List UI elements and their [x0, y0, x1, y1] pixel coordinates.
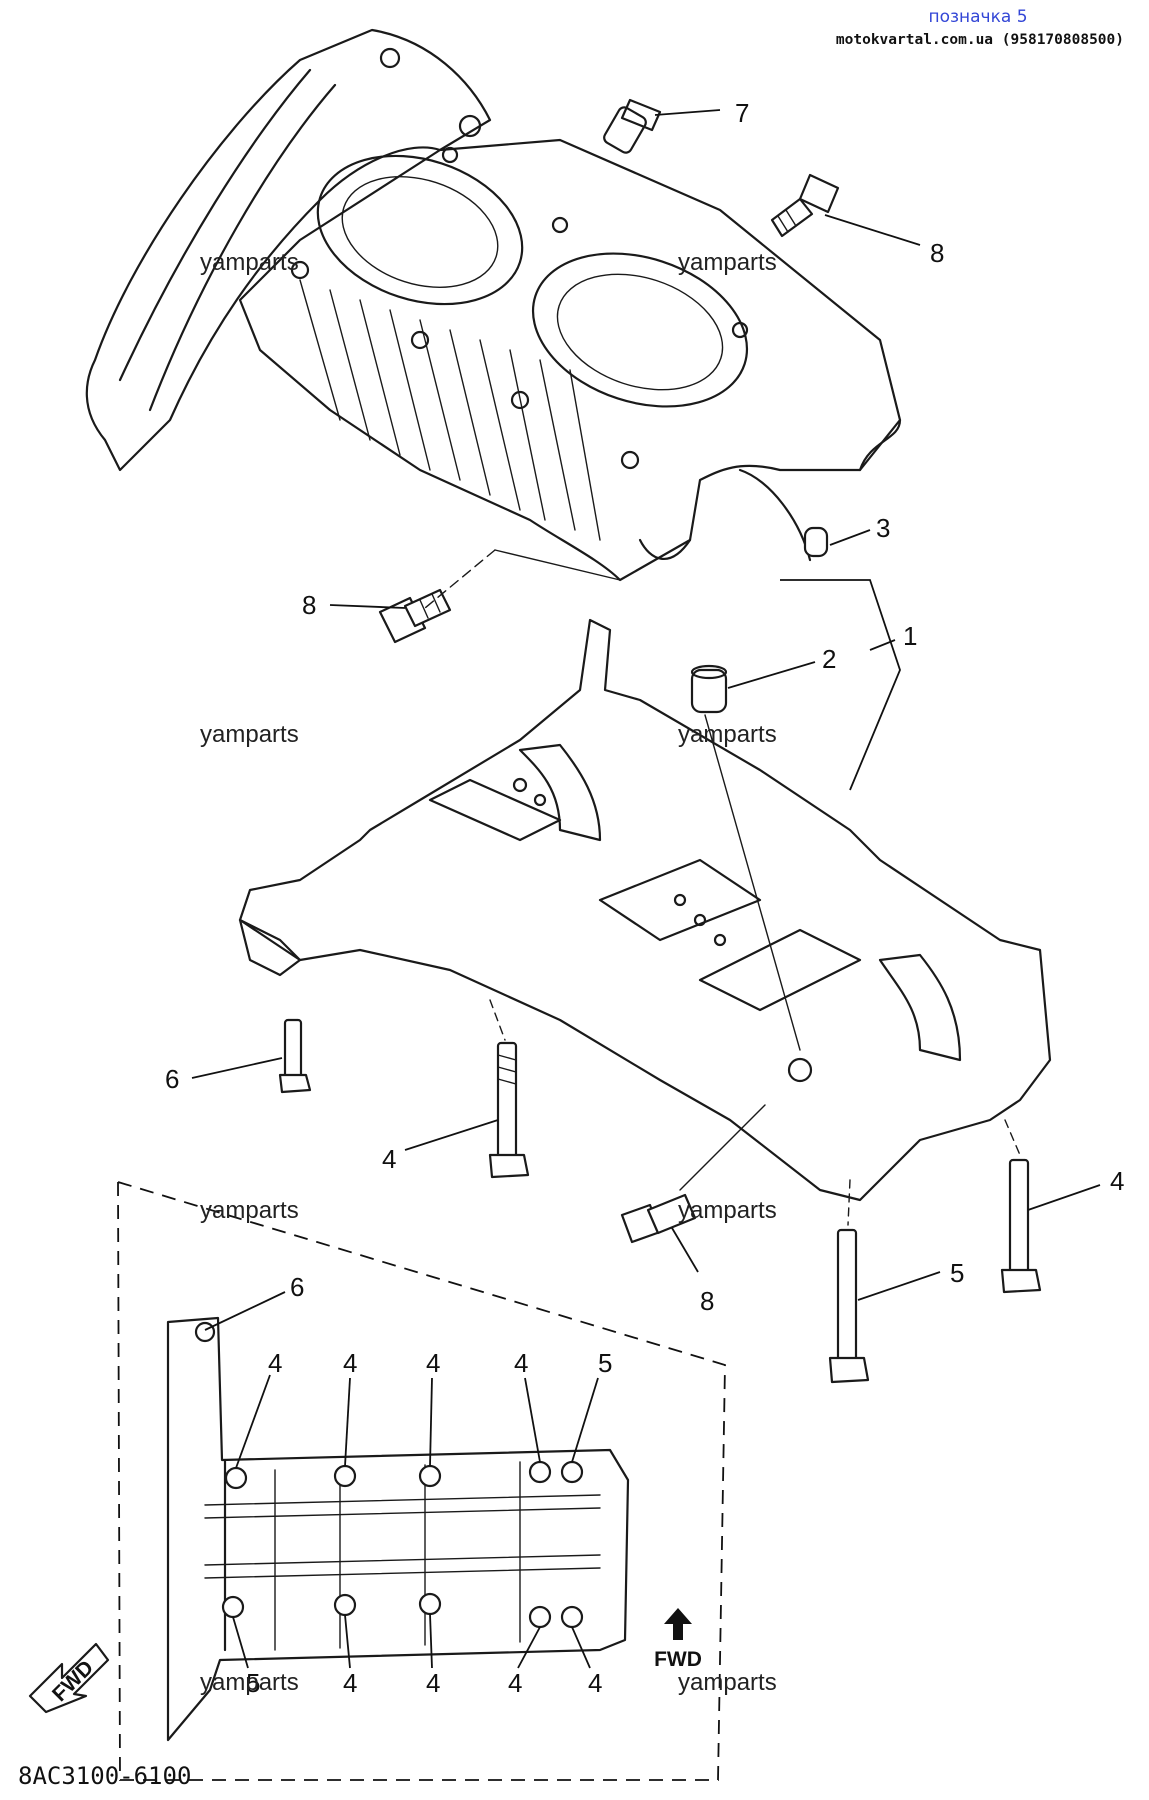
callout-1: 1 — [903, 621, 917, 651]
callout-4-lower-right: 4 — [1110, 1166, 1124, 1196]
part-7-bolt — [603, 98, 662, 154]
inset-leader-lines — [204, 1291, 599, 1669]
watermark: yamparts — [200, 1197, 299, 1224]
watermark: yamparts — [678, 721, 777, 748]
callouts-inset: 6 4 4 4 4 5 5 4 4 4 4 — [246, 1272, 612, 1698]
part-3-dowel — [803, 526, 829, 558]
part-5-stud — [828, 1228, 870, 1384]
watermark: yamparts — [678, 1669, 777, 1696]
inset-callout-5-b: 5 — [246, 1668, 260, 1698]
leader-lines — [191, 109, 1101, 1301]
header-label: позначка 5 — [928, 7, 1027, 27]
upper-crankcase — [85, 28, 902, 582]
callout-4-lower-left: 4 — [382, 1144, 396, 1174]
inset-callout-4-a: 4 — [268, 1348, 282, 1378]
watermark: yamparts — [200, 249, 299, 276]
inset-callout-4-b: 4 — [343, 1348, 357, 1378]
part-4-stud-right — [1000, 1158, 1042, 1294]
diagram-code: 8AC3100-6100 — [18, 1762, 191, 1790]
callout-3: 3 — [876, 513, 890, 543]
inset-callout-6: 6 — [290, 1272, 304, 1302]
part-8-bolt-upper — [770, 173, 840, 238]
callout-8-middle: 8 — [302, 590, 316, 620]
inset-callout-4-e: 4 — [343, 1668, 357, 1698]
part-4-stud-left — [488, 1041, 530, 1179]
inset-callout-4-c: 4 — [426, 1348, 440, 1378]
callout-2: 2 — [822, 644, 836, 674]
inset-callout-4-d: 4 — [514, 1348, 528, 1378]
header-source: motokvartal.com.ua (958170808500) — [836, 32, 1124, 48]
assembly-lines — [424, 549, 1021, 1226]
fwd-arrow-icon: FWD — [28, 1642, 110, 1714]
callout-8-lower: 8 — [700, 1286, 714, 1316]
part-8-bolt-middle — [378, 588, 452, 644]
callout-5-lower: 5 — [950, 1258, 964, 1288]
callout-7: 7 — [735, 98, 749, 128]
watermark: yamparts — [678, 249, 777, 276]
callout-8-upper: 8 — [930, 238, 944, 268]
watermark: yamparts — [200, 721, 299, 748]
inset-bottom-view — [117, 1180, 726, 1781]
inset-callout-4-f: 4 — [426, 1668, 440, 1698]
part-8-bolt-lower — [620, 1193, 697, 1244]
callouts-main: 7 8 3 8 2 1 6 4 8 5 4 — [165, 98, 1124, 1316]
fwd-up-arrow-icon — [664, 1608, 692, 1640]
watermark: yamparts — [200, 1669, 299, 1696]
fwd-label: FWD — [654, 1648, 702, 1671]
inset-callout-5-a: 5 — [598, 1348, 612, 1378]
inset-callout-4-h: 4 — [588, 1668, 602, 1698]
lower-crankcase — [238, 618, 1052, 1202]
watermark: yamparts — [678, 1197, 777, 1224]
fwd-marker: FWD — [654, 1608, 702, 1671]
watermarks: yamparts yamparts yamparts yamparts yamp… — [200, 249, 777, 1696]
part-6-bolt — [278, 1018, 312, 1094]
part-2-dowel — [690, 664, 728, 714]
inset-callout-4-g: 4 — [508, 1668, 522, 1698]
callout-6-lower: 6 — [165, 1064, 179, 1094]
